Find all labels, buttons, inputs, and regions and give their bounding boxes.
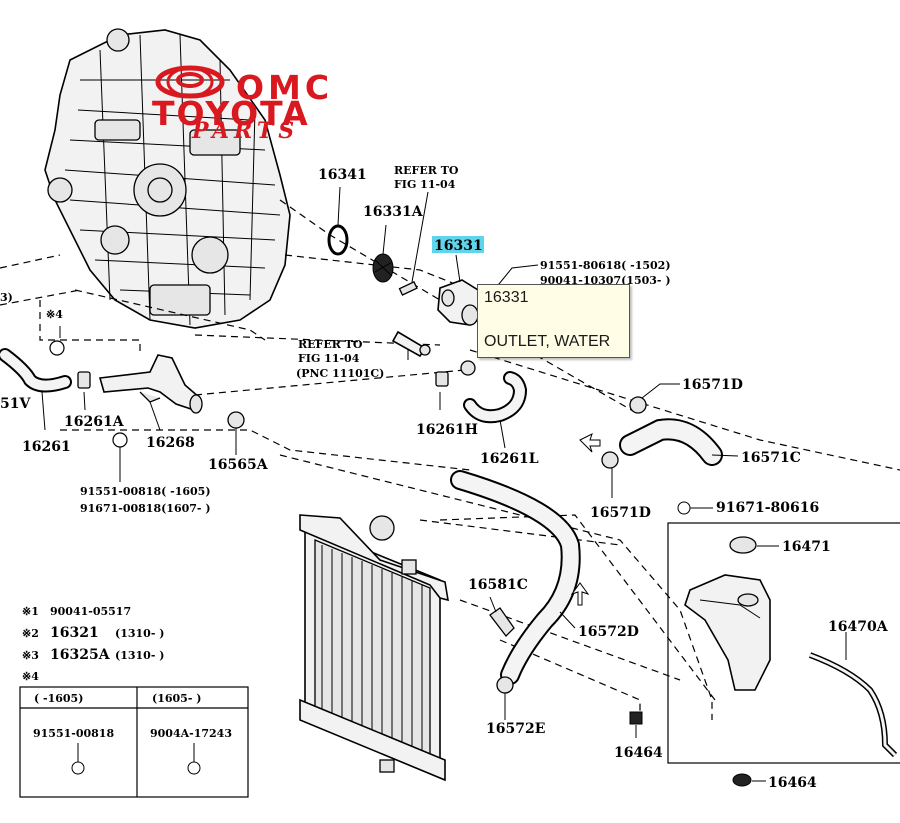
bolt-16464-mid[interactable] xyxy=(629,711,643,725)
table-marker-2 xyxy=(187,761,201,775)
note-text-1: 90041-05517 xyxy=(50,605,131,618)
table-value-1: 91551-00818 xyxy=(33,727,114,740)
label-16331a[interactable]: 16331A xyxy=(363,204,424,220)
bolt-marker-b-left xyxy=(112,432,128,448)
clamp-16565a[interactable] xyxy=(227,411,245,429)
oil-cap-icon xyxy=(106,28,130,52)
label-16572d[interactable]: 16572D xyxy=(578,624,639,640)
reserve-tank[interactable] xyxy=(684,574,771,691)
variant-table: ( -1605) (1605- ) 91551-00818 9004A-1724… xyxy=(19,686,249,798)
refer-note-1b: FIG 11-04 xyxy=(394,178,456,191)
tooltip-part-name: OUTLET, WATER xyxy=(484,333,611,350)
hose-16261[interactable] xyxy=(0,348,72,393)
clip-16261a[interactable] xyxy=(77,371,91,389)
label-left-3: 3) xyxy=(0,291,13,304)
label-16261[interactable]: 16261 xyxy=(22,439,71,455)
label-16268[interactable]: 16268 xyxy=(146,435,195,451)
label-16581c[interactable]: 16581C xyxy=(468,577,528,593)
clamp-16572e[interactable] xyxy=(496,676,514,694)
highlight-marker xyxy=(432,236,484,253)
hose-16571c[interactable] xyxy=(619,418,723,466)
radiator[interactable] xyxy=(299,514,449,782)
brand-omc: OMC xyxy=(236,68,334,107)
label-16331[interactable]: 16331 xyxy=(434,238,483,254)
label-16261l[interactable]: 16261L xyxy=(480,451,539,467)
table-header-2: (1605- ) xyxy=(152,692,201,705)
hose-16470a[interactable] xyxy=(808,652,898,758)
stud-bolt[interactable] xyxy=(398,281,418,296)
label-16565a[interactable]: 16565A xyxy=(208,457,269,473)
label-16261h[interactable]: 16261H xyxy=(416,422,478,438)
brand-parts: PARTS xyxy=(192,118,300,144)
pipe-refer-11-04[interactable] xyxy=(391,330,431,358)
water-inlet-16268[interactable] xyxy=(98,354,203,414)
note-mark-1: ※1 xyxy=(22,605,39,618)
cap-16471[interactable] xyxy=(729,536,757,554)
bolt-16464-bot[interactable] xyxy=(732,773,752,787)
note-mark-3: ※3 xyxy=(22,649,39,662)
clamp-16571d-bottom[interactable] xyxy=(601,451,619,469)
bolt-note-b2[interactable]: 91671-00818(1607- ) xyxy=(80,502,211,515)
label-16470a[interactable]: 16470A xyxy=(828,619,889,635)
refer-note-2c: (PNC 11101C) xyxy=(296,367,384,380)
bolt-note-b1[interactable]: 91551-00818( -1605) xyxy=(80,485,211,498)
bolt-marker-4 xyxy=(49,340,65,356)
note-mark-2: ※2 xyxy=(22,627,39,640)
bolt-note-a1[interactable]: 91551-80618( -1502) xyxy=(540,259,671,272)
note-range-2: (1310- ) xyxy=(115,627,164,640)
part-tooltip: 16331 OUTLET, WATER xyxy=(477,284,630,358)
table-marker-1 xyxy=(71,761,85,775)
toyota-logo xyxy=(155,65,225,99)
label-16261a[interactable]: 16261A xyxy=(64,414,125,430)
note-range-3: (1310- ) xyxy=(115,649,164,662)
label-16464-bottom[interactable]: 16464 xyxy=(768,775,817,791)
note-mark-4: ※4 xyxy=(22,670,39,683)
mark-4-top: ※4 xyxy=(46,308,63,321)
refer-note-1: REFER TO xyxy=(394,164,459,177)
hose-16261h-clip[interactable] xyxy=(435,371,449,387)
clamp-16571d-top[interactable] xyxy=(629,396,647,414)
bolt-note-a2[interactable]: 90041-10307(1503- ) xyxy=(540,274,671,287)
engine-block[interactable] xyxy=(44,28,291,329)
arrow-icon-2 xyxy=(570,582,590,606)
reserve-tank-inset xyxy=(667,522,900,764)
notes-legend: ※1 90041-05517 ※2 16321 (1310- ) ※3 1632… xyxy=(22,605,164,683)
clip-16581c[interactable] xyxy=(489,607,515,637)
note-text-2: 16321 xyxy=(50,625,99,641)
table-header-1: ( -1605) xyxy=(34,692,83,705)
bolt-marker-b-right xyxy=(677,501,691,515)
hose-16261l[interactable] xyxy=(463,371,528,424)
label-left-v[interactable]: 51V xyxy=(0,396,31,412)
label-16471[interactable]: 16471 xyxy=(782,539,831,555)
label-16572e[interactable]: 16572E xyxy=(486,721,545,737)
refer-note-2b: FIG 11-04 xyxy=(298,352,360,365)
label-16341[interactable]: 16341 xyxy=(318,167,367,183)
thermostat-16331a[interactable] xyxy=(372,253,394,283)
leader-lines xyxy=(41,186,847,782)
water-outlet-16331[interactable] xyxy=(437,279,481,326)
hose-16572d[interactable] xyxy=(450,470,581,685)
label-16571d-top[interactable]: 16571D xyxy=(682,377,743,393)
refer-note-2: REFER TO xyxy=(298,338,363,351)
label-91671-80616[interactable]: 91671-80616 xyxy=(716,500,819,516)
label-16464-mid[interactable]: 16464 xyxy=(614,745,663,761)
arrow-icon xyxy=(579,433,601,453)
gasket-16341[interactable] xyxy=(327,224,349,256)
tooltip-part-code: 16331 xyxy=(484,289,529,306)
label-16571c[interactable]: 16571C xyxy=(741,450,801,466)
note-text-3: 16325A xyxy=(50,647,111,663)
clamp-mid[interactable] xyxy=(460,360,476,376)
brand-toyota: TOYOTA xyxy=(152,94,310,133)
label-16571d-bottom[interactable]: 16571D xyxy=(590,505,651,521)
table-value-2: 9004A-17243 xyxy=(150,727,232,740)
